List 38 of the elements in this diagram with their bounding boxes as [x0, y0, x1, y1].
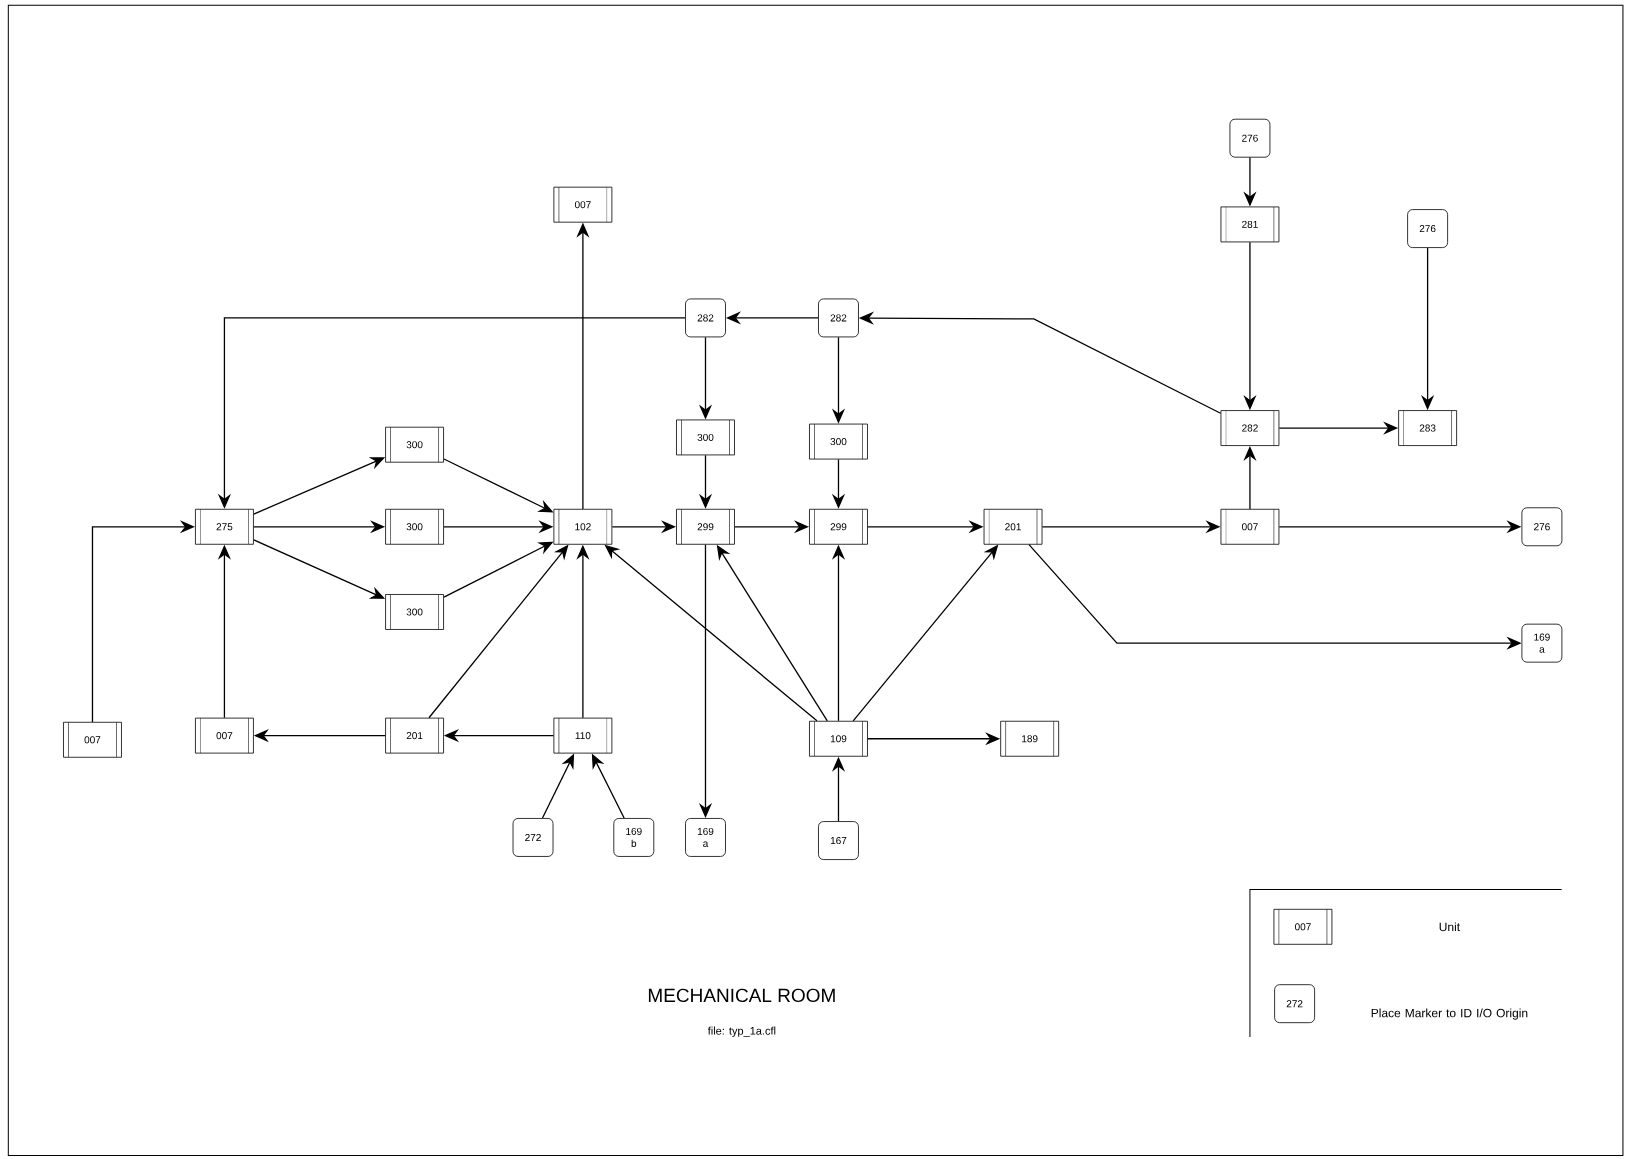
unit-box: 109 [809, 720, 868, 757]
unit-box: 007 [195, 717, 254, 754]
place-marker-box: 169 a [1521, 623, 1563, 663]
unit-box: 201 [385, 717, 444, 754]
place-marker-box: 276 [1521, 507, 1563, 547]
unit-box: 007 [63, 721, 122, 758]
unit-box: 007 [553, 186, 613, 223]
legend-text: Unit [1439, 922, 1460, 932]
place-marker-box: 282 [818, 298, 859, 338]
unit-box: 282 [1220, 410, 1280, 446]
place-marker-box: 282 [685, 298, 726, 338]
unit-box: 300 [385, 594, 444, 630]
place-marker-box: 276 [1407, 209, 1448, 248]
unit-box: 201 [983, 508, 1043, 545]
unit-box: 275 [195, 508, 254, 545]
place-marker-box: 169 b [613, 818, 655, 857]
unit-box: 300 [385, 426, 444, 463]
unit-box: 300 [385, 508, 444, 545]
unit-box: 283 [1398, 410, 1457, 446]
unit-box: 300 [676, 419, 735, 456]
place-marker-box: 272 [512, 818, 554, 857]
place-marker-box: 167 [818, 821, 859, 860]
legend-marker-sample: 272 [1274, 984, 1315, 1024]
unit-box: 102 [553, 508, 613, 545]
unit-box: 189 [1000, 720, 1060, 757]
title: MECHANICAL ROOM [648, 988, 835, 1003]
legend-text: Place Marker to ID I/O Origin [1371, 1008, 1528, 1020]
unit-box: 281 [1220, 206, 1280, 243]
arrow [91, 520, 195, 723]
unit-box: 299 [809, 508, 868, 545]
place-marker-box: 276 [1229, 118, 1271, 158]
legend-unit-sample: 007 [1273, 908, 1333, 945]
place-marker-box: 169 a [685, 818, 726, 857]
caption: file: typ_1a.cfl [707, 1026, 776, 1037]
unit-box: 299 [676, 508, 735, 545]
unit-box: 300 [809, 423, 868, 460]
unit-box: 110 [553, 717, 613, 754]
unit-box: 007 [1220, 508, 1280, 545]
